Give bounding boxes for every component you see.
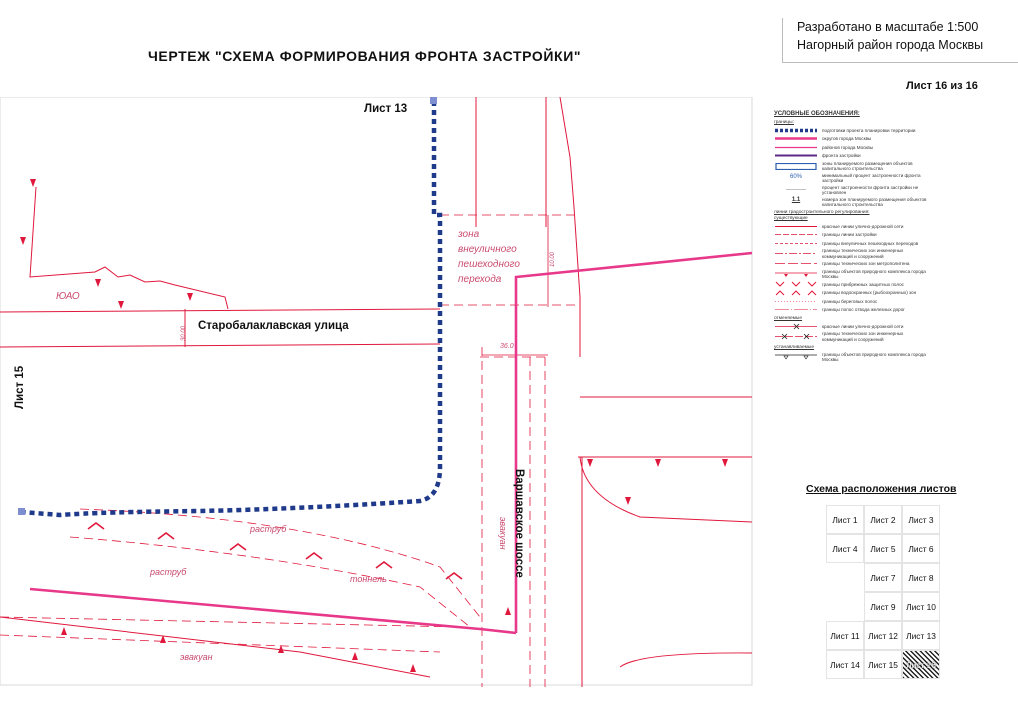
district-text: Нагорный район города Москвы	[797, 38, 984, 52]
red-boundaries-upper-right	[559, 96, 753, 687]
sheet-cell: Лист 8	[902, 563, 940, 592]
faint-label-2: раструб	[150, 567, 187, 577]
boundary-end-left	[18, 508, 25, 515]
legend-group-boundaries: границы:	[774, 120, 794, 126]
sheet-cell-empty	[826, 563, 864, 592]
legend-item: 60% минимальный процент застроенности фр…	[789, 172, 921, 184]
sheet-grid-title: Схема расположения листов	[806, 483, 957, 495]
legend-item: границы технических зон инженерных комму…	[774, 331, 934, 342]
sheet-cell: Лист 3	[902, 505, 940, 534]
boundary-end-top	[430, 97, 437, 104]
sheet-number: Лист 16 из 16	[906, 80, 978, 92]
sheet-cell: Лист 1	[826, 505, 864, 534]
legend-heading: УСЛОВНЫЕ ОБОЗНАЧЕНИЯ:	[774, 111, 860, 117]
sheet-cell-current: Лист 16	[902, 650, 940, 679]
dim-36: 36.0	[500, 343, 514, 350]
map-canvas	[0, 96, 753, 687]
scale-info-box: Разработано в масштабе 1:500 Нагорный ра…	[782, 18, 1018, 63]
sheet-cell: Лист 14	[826, 650, 864, 679]
sheet-cell-empty	[826, 592, 864, 621]
sheet-cell: Лист 2	[864, 505, 902, 534]
legend-group-established: устанавливаемые	[774, 344, 815, 350]
sheet-13-ref: Лист 13	[364, 103, 408, 115]
legend-item: границы объектов природного комплекса го…	[774, 352, 934, 362]
red-boundaries-bottom	[0, 616, 753, 678]
district-label: ЮАО	[56, 291, 80, 302]
legend-item: границы технических зон инженерных комму…	[775, 248, 904, 259]
sheet-cell: Лист 11	[826, 621, 864, 650]
legend-item: округов города Москвы	[775, 136, 872, 142]
map-frame	[0, 96, 753, 686]
faint-label-5: эвакуан	[180, 652, 213, 662]
project-boundary	[21, 101, 443, 518]
street-varshavskoe: Варшавское шоссе	[513, 469, 525, 578]
district-boundary	[29, 251, 753, 635]
sheet-cell: Лист 4	[826, 534, 864, 563]
sheet-15-ref: Лист 15	[14, 365, 26, 409]
legend-item: границы объектов природного комплекса го…	[774, 269, 934, 279]
faint-label-1: раструб	[250, 524, 287, 534]
legend-item: процент застроенности фронта застройки н…	[786, 184, 919, 195]
sheet-cell: Лист 7	[864, 563, 902, 592]
dim-30: 30.00	[181, 325, 187, 341]
legend-group-existing: существующие	[774, 216, 808, 222]
pedestrian-zone-label: зона внеуличного пешеходного перехода	[458, 229, 520, 285]
red-line-markers	[20, 179, 728, 672]
legend-item: границы внеуличных пешеходных переходов	[775, 240, 919, 246]
legend-item: подготовки проекта планировки территории	[775, 127, 916, 133]
drawing-title: ЧЕРТЕЖ "СХЕМА ФОРМИРОВАНИЯ ФРОНТА ЗАСТРО…	[148, 48, 582, 64]
red-boundaries-upper-left	[0, 97, 547, 348]
legend-item: фронта застройки	[775, 153, 861, 159]
legend-item: зоны планируемого размещения объектов ка…	[774, 161, 934, 171]
sheet-cell: Лист 15	[864, 650, 902, 679]
legend-item: красные линии улично-дорожной сети	[774, 323, 934, 330]
sheet-cell: Лист 13	[902, 621, 940, 650]
legend-item: границы полос отвода железных дорог	[775, 307, 905, 313]
legend: УСЛОВНЫЕ ОБОЗНАЧЕНИЯ: границы: подготовк…	[774, 111, 934, 363]
sheet-cell: Лист 9	[864, 592, 902, 621]
legend-item: границы линии застройки	[775, 232, 877, 238]
legend-item: границы береговых полос	[775, 298, 878, 304]
faint-label-3: тоннель	[350, 574, 387, 584]
legend-item: границы водоохранных (рыбоохранных) зон	[774, 289, 934, 296]
faint-label-4: эвакуан	[498, 517, 508, 550]
sheet-cell: Лист 6	[902, 534, 940, 563]
chevron-markers	[87, 522, 463, 580]
map-drawing: Лист 13 Лист 15 Старобалаклавская улица …	[0, 96, 760, 687]
street-starobalaklavskaya: Старобалаклавская улица	[198, 320, 349, 332]
legend-item: 1.1 номера зон планируемого размещения о…	[791, 196, 927, 207]
legend-item: районов города Москвы	[775, 144, 874, 150]
sheet-cell: Лист 12	[864, 621, 902, 650]
legend-item: границы технических зон метрополитена	[775, 261, 910, 267]
sheet-cell: Лист 10	[902, 592, 940, 621]
dim-10: 10.00	[550, 251, 556, 267]
scale-text: Разработано в масштабе 1:500	[797, 20, 979, 34]
sheet-cell: Лист 5	[864, 534, 902, 563]
legend-group-regulation: линии градостроительного регулирования:	[774, 210, 870, 216]
legend-group-cancelled: отменяемые	[774, 316, 803, 322]
legend-item: границы прибрежных защитных полос	[774, 281, 934, 288]
sheet-grid: Лист 1 Лист 2 Лист 3 Лист 4 Лист 5 Лист …	[826, 505, 942, 679]
legend-item: красные линии улично-дорожной сети	[775, 223, 904, 229]
